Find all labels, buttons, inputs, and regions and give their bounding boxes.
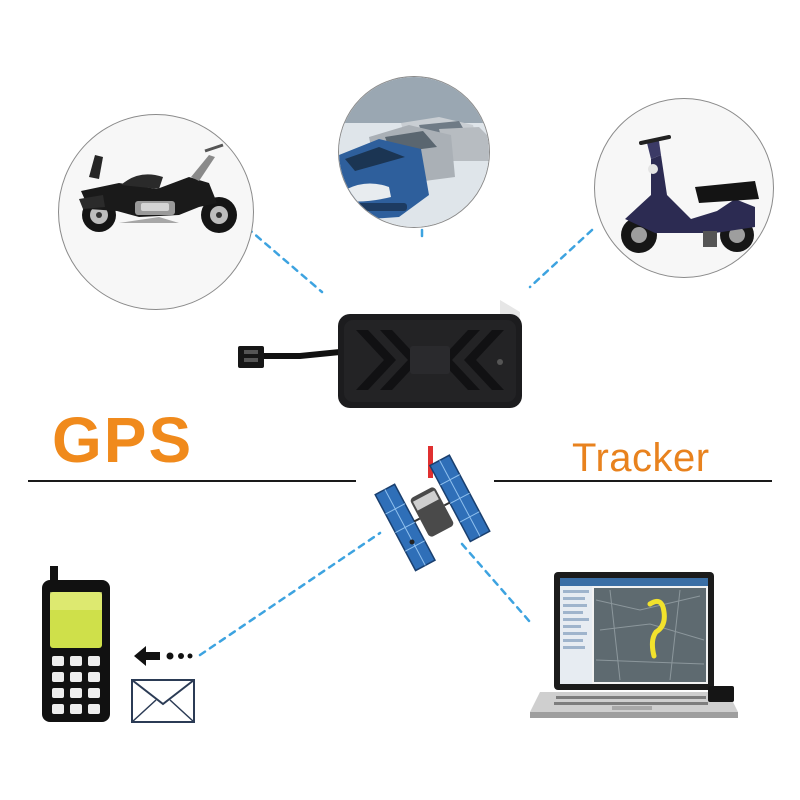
dash-line-motorcycle [236, 218, 324, 294]
scooter-icon [621, 135, 759, 253]
dash-line-scooter [528, 228, 594, 289]
right-divider-line [494, 480, 772, 482]
left-divider-line [28, 480, 356, 482]
dash-line-laptop [460, 542, 532, 624]
dash-line-phone [198, 531, 382, 657]
motorcycle-icon [79, 143, 237, 233]
cars-circle [338, 76, 490, 228]
scooter-circle [594, 98, 774, 278]
cars-icon [339, 77, 489, 227]
gps-title: GPS [52, 404, 194, 476]
motorcycle-circle [58, 114, 254, 310]
tracker-title: Tracker [572, 436, 710, 480]
